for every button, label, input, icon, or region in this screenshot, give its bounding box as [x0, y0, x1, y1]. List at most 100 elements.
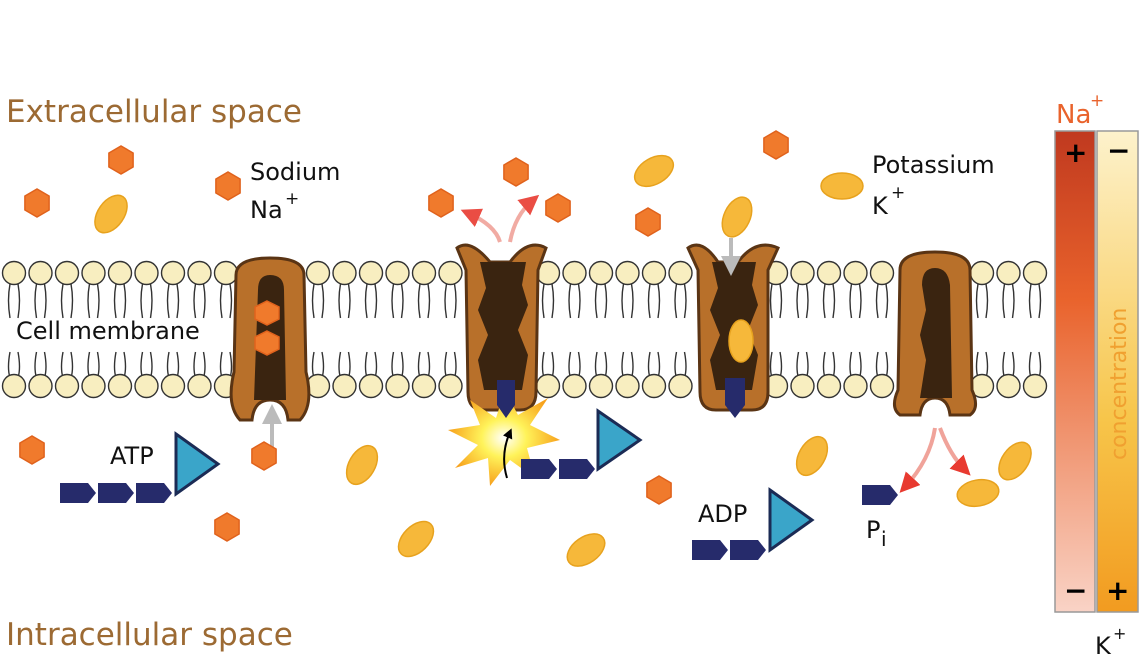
lipid-pair: [332, 260, 357, 399]
lipid-pair: [187, 260, 212, 399]
atp-label: ATP: [110, 442, 154, 470]
lipid-head: [615, 260, 640, 286]
sodium-high-sign: +: [1064, 136, 1087, 169]
phosphate-group: [521, 459, 557, 479]
potassium-ion: [998, 441, 1032, 481]
lipid-head: [107, 373, 133, 399]
phosphate-label-text: P: [866, 516, 880, 544]
lipid-pair: [615, 260, 640, 399]
lipid-head: [332, 260, 357, 286]
phosphate-label: P i: [866, 516, 887, 551]
atp-molecule: [60, 431, 221, 503]
lipid-head: [615, 373, 640, 399]
concentration-label: concentration: [1107, 308, 1132, 460]
lipid-head: [213, 260, 239, 286]
sodium-ion: [251, 441, 277, 471]
pump-state-3-potassium-bound: [686, 238, 780, 418]
adenosine-triangle: [768, 487, 815, 553]
lipid-head: [816, 260, 842, 286]
sodium-low-sign: −: [1064, 574, 1087, 607]
sodium-bar-label: Na +: [1056, 91, 1104, 130]
adp-label: ADP: [698, 500, 747, 528]
phosphate-group: [136, 483, 172, 503]
lipid-pair: [562, 260, 587, 399]
potassium-ion: [94, 194, 128, 234]
lipid-head: [332, 373, 357, 399]
lipid-pair: [843, 260, 868, 399]
sodium-ion: [503, 157, 529, 187]
sodium-symbol-text: Na: [250, 196, 283, 224]
lipid-pair: [969, 260, 995, 399]
intracellular-space-label: Intracellular space: [6, 617, 293, 653]
potassium-ion: [397, 520, 435, 558]
lipid-head: [28, 260, 53, 286]
pump-state-1-sodium-bound: [229, 256, 311, 447]
lipid-head: [358, 373, 384, 399]
sodium-charge: +: [285, 189, 299, 209]
lipid-head: [588, 373, 614, 399]
phosphate-subscript: i: [881, 527, 887, 551]
sodium-ion: [763, 130, 789, 160]
lipid-pair: [305, 260, 331, 399]
cell-membrane-label: Cell membrane: [16, 317, 200, 345]
lipid-head: [668, 373, 693, 399]
adenosine-triangle: [174, 431, 221, 497]
potassium-concentration-bar: [1096, 130, 1139, 613]
lipid-head: [1022, 260, 1048, 286]
lipid-head: [438, 260, 463, 286]
potassium-bar-label: K +: [1095, 624, 1126, 660]
lipid-pair: [411, 260, 437, 399]
na-bar-label-text: Na: [1056, 100, 1091, 130]
lipid-head: [869, 373, 895, 399]
k-bar-label-text: K: [1095, 632, 1112, 660]
lipid-pair: [588, 260, 614, 399]
lipid-head: [1, 260, 27, 286]
extracellular-space-label: Extracellular space: [6, 94, 302, 130]
potassium-ion: [721, 196, 753, 238]
lipid-head: [641, 373, 667, 399]
free-phosphate: [862, 485, 898, 505]
phosphate-group: [862, 485, 898, 505]
potassium-ion: [633, 154, 675, 188]
lipid-pair: [790, 260, 815, 399]
sodium-ion: [24, 188, 50, 218]
lipid-head: [996, 260, 1021, 286]
potassium-symbol-text: K: [872, 192, 889, 220]
potassium-ion: [345, 444, 379, 486]
lipid-head: [411, 260, 437, 286]
sodium-ion: [545, 193, 571, 223]
lipid-pair: [535, 260, 561, 399]
lipid-head: [790, 373, 815, 399]
lipid-head: [385, 260, 410, 286]
lipid-head: [160, 373, 186, 399]
lipid-head: [668, 260, 693, 286]
lipid-pair: [213, 260, 239, 399]
free-sodium-ions: [19, 130, 789, 542]
cell-membrane: [1, 260, 1048, 399]
pump-state-2-phosphorylated: [448, 194, 560, 486]
lipid-pair: [996, 260, 1021, 399]
potassium-ion: [566, 533, 606, 567]
lipid-head: [54, 373, 80, 399]
adp-molecule: [692, 487, 815, 560]
lipid-pair: [358, 260, 384, 399]
potassium-charge: +: [891, 183, 905, 203]
bound-phosphate: [725, 378, 745, 418]
lipid-head: [641, 260, 667, 286]
lipid-pair: [668, 260, 693, 399]
lipid-head: [869, 260, 895, 286]
lipid-head: [81, 373, 106, 399]
sodium-symbol: Na +: [250, 189, 299, 224]
phosphate-group: [559, 459, 595, 479]
lipid-head: [1022, 373, 1048, 399]
lipid-head: [562, 373, 587, 399]
lipid-pair: [1, 260, 27, 399]
lipid-head: [535, 373, 561, 399]
potassium-ion: [956, 478, 1000, 508]
bound-sodium-ion: [254, 330, 280, 356]
phosphate-group: [730, 540, 766, 560]
sodium-concentration-bar: [1054, 130, 1096, 613]
potassium-high-sign: +: [1106, 574, 1129, 607]
lipid-head: [790, 260, 815, 286]
